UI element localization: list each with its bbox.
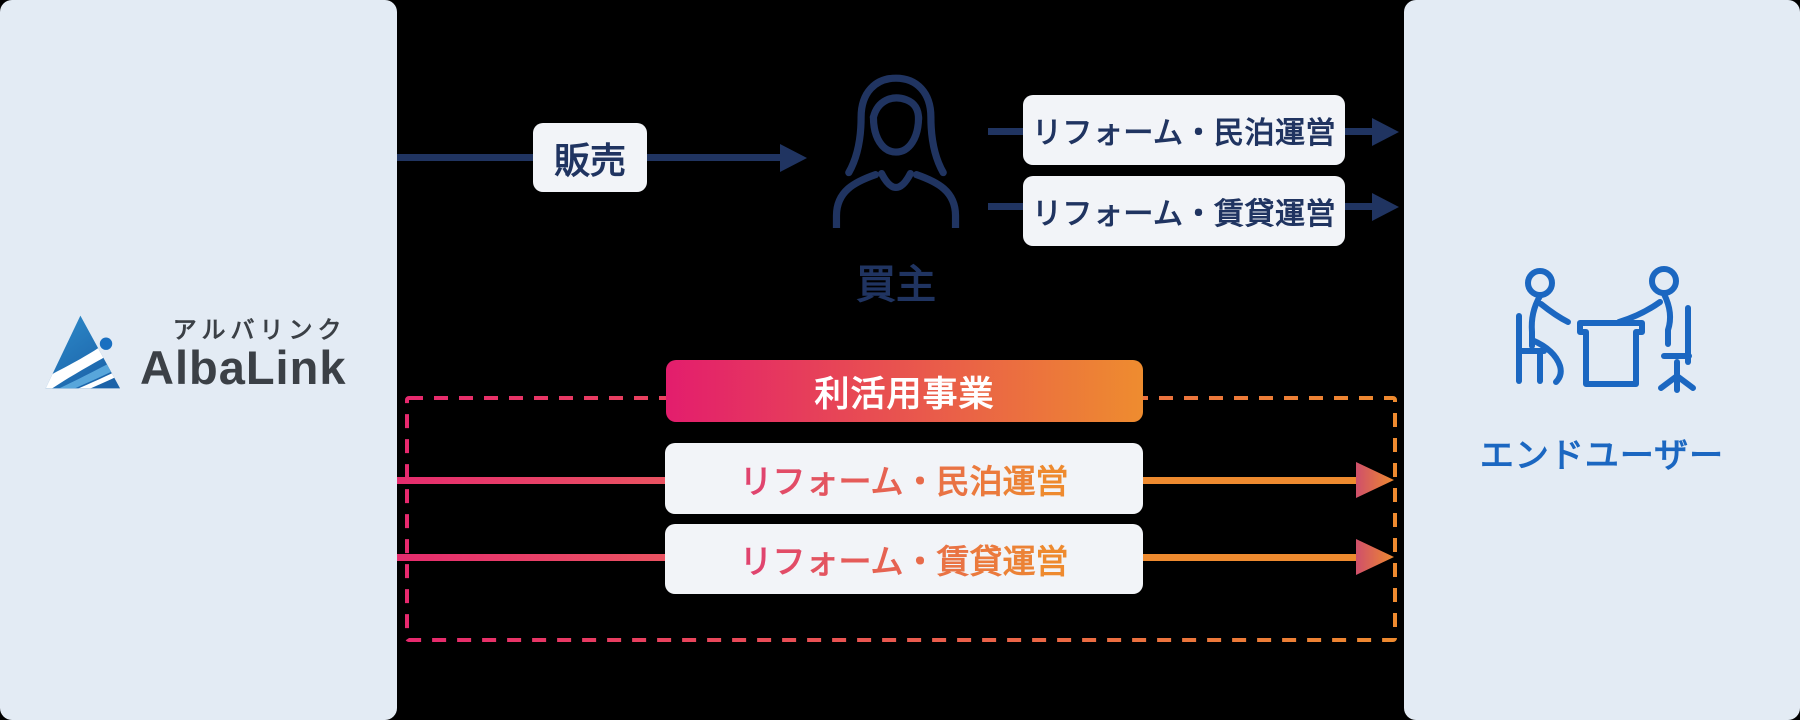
buyer-option-box-2: リフォーム・賃貸運営: [1023, 176, 1345, 246]
utilization-box-1: リフォーム・民泊運営: [665, 443, 1143, 514]
logo-english-name: AlbaLink: [140, 340, 347, 394]
sale-arrowhead-icon: [780, 144, 807, 172]
albalink-logo: アルバリンク AlbaLink: [44, 312, 346, 392]
buyer-option-line-2: [988, 203, 1024, 210]
utilization-output-arrowhead-1-icon: [1356, 462, 1394, 498]
utilization-input-line-2: [397, 554, 666, 561]
utilization-header-label: 利活用事業: [814, 374, 995, 414]
buyer-output-line-2: [1345, 203, 1373, 210]
end-user-panel: [1404, 0, 1800, 720]
buyer-label: 買主: [856, 263, 936, 307]
sale-label: 販売: [553, 139, 626, 181]
sale-label-box: 販売: [533, 123, 647, 192]
utilization-output-line-1: [1143, 477, 1358, 484]
end-user-label: エンドユーザー: [1479, 437, 1725, 475]
utilization-box-2: リフォーム・賃貸運営: [665, 524, 1143, 594]
utilization-header-box: 利活用事業: [666, 360, 1143, 422]
buyer-option-label-2: リフォーム・賃貸運営: [1031, 198, 1337, 231]
buyer-output-line-1: [1345, 128, 1373, 135]
meeting-icon: [1516, 266, 1696, 393]
utilization-output-line-2: [1143, 554, 1358, 561]
utilization-label-1: リフォーム・民泊運営: [739, 462, 1069, 500]
utilization-label-2: リフォーム・賃貸運営: [739, 543, 1069, 580]
buyer-output-arrowhead-2-icon: [1372, 193, 1399, 221]
logo-japanese-name: アルバリンク: [172, 316, 347, 344]
utilization-output-arrowhead-2-icon: [1356, 539, 1394, 575]
albalink-triangle-logo-icon: [45, 315, 121, 389]
buyer-person-icon: [832, 74, 960, 228]
buyer-output-arrowhead-1-icon: [1372, 118, 1399, 146]
buyer-option-line-1: [988, 128, 1024, 135]
utilization-input-line-1: [397, 477, 666, 484]
buyer-option-label-1: リフォーム・民泊運営: [1031, 117, 1337, 150]
utilization-dashed-border: [405, 396, 1397, 642]
buyer-option-box-1: リフォーム・民泊運営: [1023, 95, 1345, 165]
